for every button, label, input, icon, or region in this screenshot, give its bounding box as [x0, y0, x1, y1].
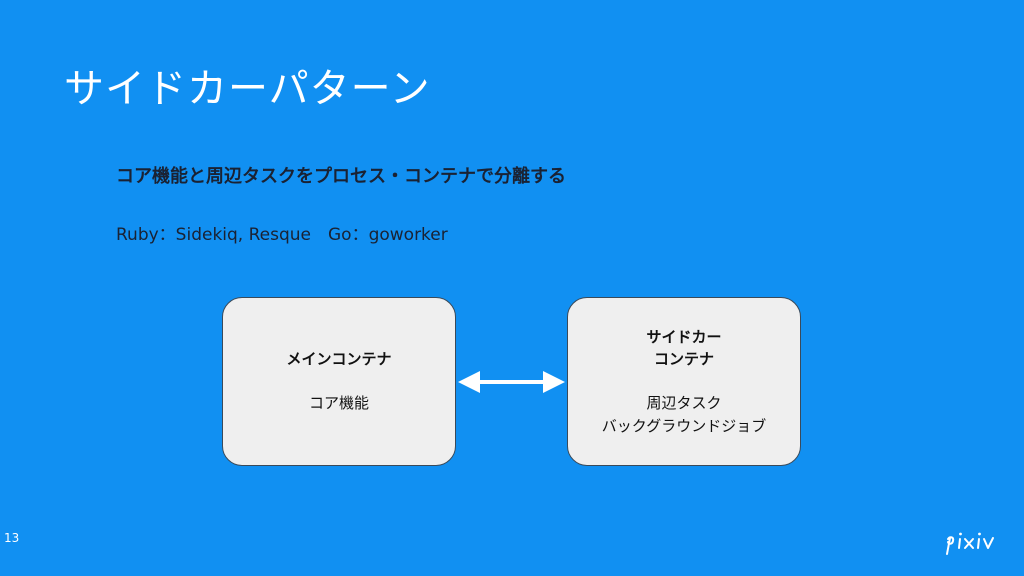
library-examples: Ruby：Sidekiq, Resque Go：goworker — [116, 225, 448, 245]
slide-subtitle: コア機能と周辺タスクをプロセス・コンテナで分離する — [116, 166, 566, 187]
page-number: 13 — [4, 531, 20, 545]
sidecar-container-box: サイドカー コンテナ 周辺タスク バックグラウンドジョブ — [567, 297, 801, 466]
arrow-head-left — [458, 371, 480, 393]
sidecar-container-title: サイドカー コンテナ — [646, 327, 722, 368]
sidecar-container-text: 周辺タスク バックグラウンドジョブ — [601, 393, 767, 435]
main-container-box: メインコンテナ コア機能 — [222, 297, 456, 466]
pixiv-logo — [946, 532, 994, 555]
bidirectional-arrow — [458, 371, 565, 393]
main-container-text: コア機能 — [308, 394, 369, 412]
main-container-title: メインコンテナ — [286, 350, 392, 368]
arrow-head-right — [543, 371, 565, 393]
slide-title: サイドカーパターン — [64, 66, 431, 112]
